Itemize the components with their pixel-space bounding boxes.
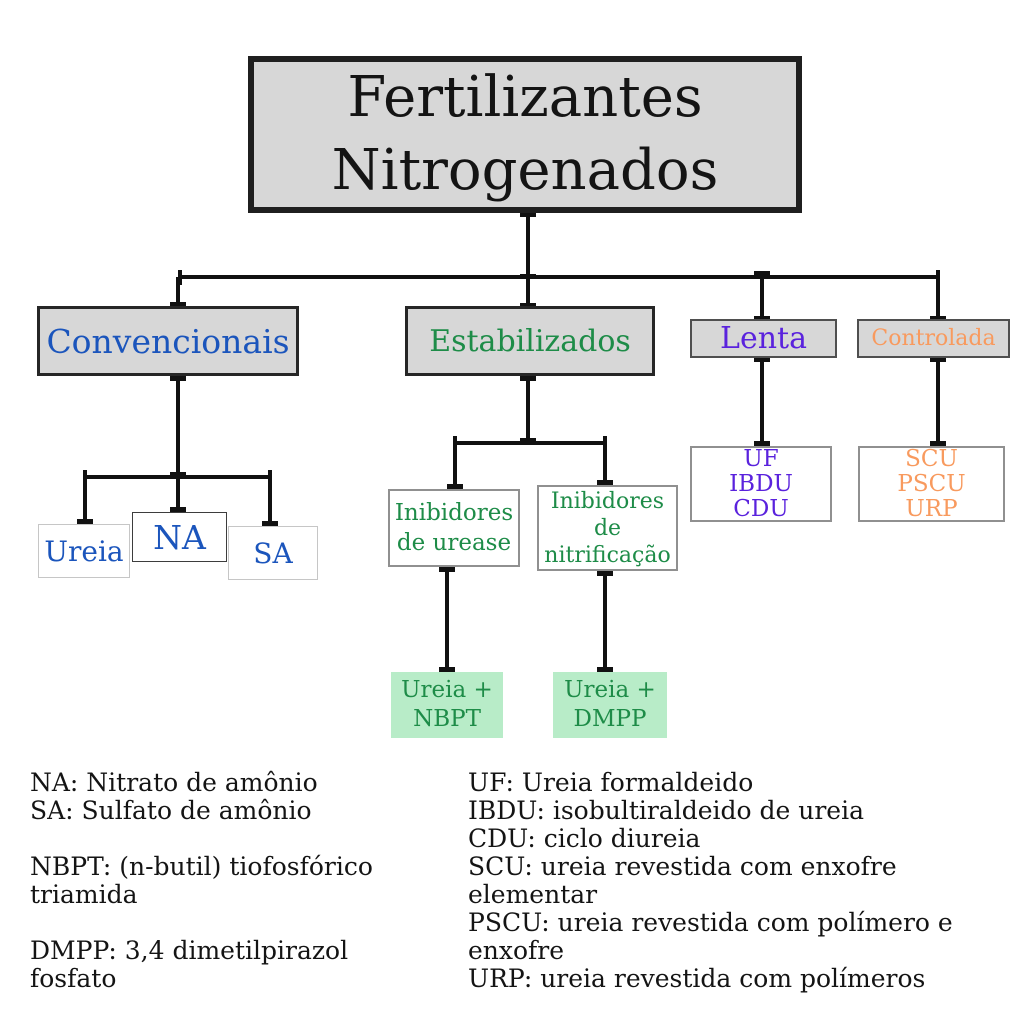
legend-line: NA: Nitrato de amônio [30, 768, 318, 797]
legend-line: triamida [30, 880, 138, 909]
connector-main-branch [178, 270, 940, 285]
node-sa: SA [228, 526, 318, 580]
connector-urease-to-nbpt [439, 567, 455, 672]
legend-line: enxofre [468, 936, 565, 965]
legend-line: SCU: ureia revestida com enxofre [468, 852, 897, 881]
connector-drop-inibidores-nitrificacao [597, 443, 613, 485]
connector-root-trunk [520, 212, 536, 279]
connector-drop-controlada [930, 277, 946, 321]
node-controlada: Controlada [857, 319, 1010, 358]
node-convencionais: Convencionais [37, 306, 299, 376]
connector-drop-lenta [754, 271, 770, 321]
legend-line: PSCU: ureia revestida com polímero e [468, 908, 953, 937]
connector-drop-inibidores-urease [447, 443, 463, 489]
node-inibidores-de-nitrificacao: Inibidores de nitrificação [537, 485, 678, 571]
legend-line: NBPT: (n-butil) tiofosfórico [30, 852, 373, 881]
legend-line: elementar [468, 880, 598, 909]
node-lenta: Lenta [690, 319, 837, 358]
legend-line: URP: ureia revestida com polímeros [468, 964, 926, 993]
connector-drop-sa [262, 477, 278, 526]
node-ureia-nbpt: Ureia + NBPT [391, 672, 503, 738]
node-scu-pscu-urp: SCU PSCU URP [858, 446, 1005, 522]
node-ureia: Ureia [38, 524, 130, 578]
connector-estabilizados-stem [520, 376, 536, 443]
connector-drop-estabilizados [520, 277, 536, 308]
legend-line: SA: Sulfato de amônio [30, 796, 312, 825]
legend-line [30, 909, 460, 937]
connector-drop-na [170, 477, 186, 512]
connector-estabilizados-branch [453, 436, 607, 451]
node-ureia-dmpp: Ureia + DMPP [553, 672, 667, 738]
legend-line [30, 825, 460, 853]
node-na: NA [132, 512, 227, 562]
connector-convencionais-stem [170, 376, 186, 477]
node-estabilizados: Estabilizados [405, 306, 655, 376]
node-title-fertilizantes-nitrogenados: Fertilizantes Nitrogenados [248, 56, 802, 213]
connector-nitrificacao-to-dmpp [597, 571, 613, 672]
legend-line: CDU: ciclo diureia [468, 824, 701, 853]
connector-lenta-to-products [754, 357, 770, 446]
connector-controlada-to-products [930, 357, 946, 446]
node-uf-ibdu-cdu: UF IBDU CDU [690, 446, 832, 522]
connector-drop-convencionais [170, 277, 186, 307]
node-inibidores-de-urease: Inibidores de urease [388, 489, 520, 567]
legend-line: UF: Ureia formaldeido [468, 768, 754, 797]
connector-drop-ureia [77, 477, 93, 524]
legend-line: IBDU: isobultiraldeido de ureia [468, 796, 864, 825]
legend-line: fosfato [30, 964, 117, 993]
legend-line: DMPP: 3,4 dimetilpirazol [30, 936, 349, 965]
